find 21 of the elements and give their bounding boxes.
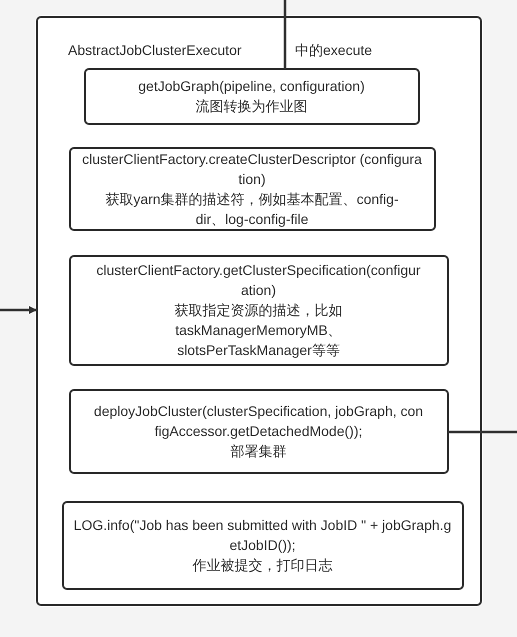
process-box	[84, 68, 420, 124]
arrow	[0, 306, 37, 314]
frame-heading: AbstractJobClusterExecutor	[68, 41, 242, 60]
code-text: LOG.info("Job has been submitted with JobID " + jobGraph.getJobID());	[72, 516, 452, 555]
connector-line	[284, 0, 286, 68]
code-text: getJobGraph(pipeline, configuration)	[138, 77, 365, 96]
description-text: 获取指定资源的描述，比如taskManagerMemoryMB、slotsPerTaskManager等等	[174, 301, 344, 360]
description-text: 获取yarn集群的描述符，例如基本配置、config-dir、log-config-file	[104, 190, 400, 228]
process-box	[68, 388, 448, 474]
description-text: 部署集群	[230, 442, 288, 461]
process-box	[62, 500, 464, 590]
description-text: 作业被提交，打印日志	[192, 556, 334, 575]
connector-line	[449, 430, 517, 434]
description-text: 流图转换为作业图	[196, 97, 308, 116]
process-box	[68, 254, 448, 366]
container-frame	[36, 16, 482, 606]
process-box	[68, 146, 436, 230]
code-text: clusterClientFactory.createClusterDescriptor (configuration)	[82, 150, 422, 188]
frame-heading: 中的execute	[295, 41, 372, 60]
code-text: clusterClientFactory.getClusterSpecification(configuration)	[95, 261, 422, 300]
code-text: deployJobCluster(clusterSpecification, jobGraph, configAccessor.getDetachedMode());	[94, 402, 424, 441]
